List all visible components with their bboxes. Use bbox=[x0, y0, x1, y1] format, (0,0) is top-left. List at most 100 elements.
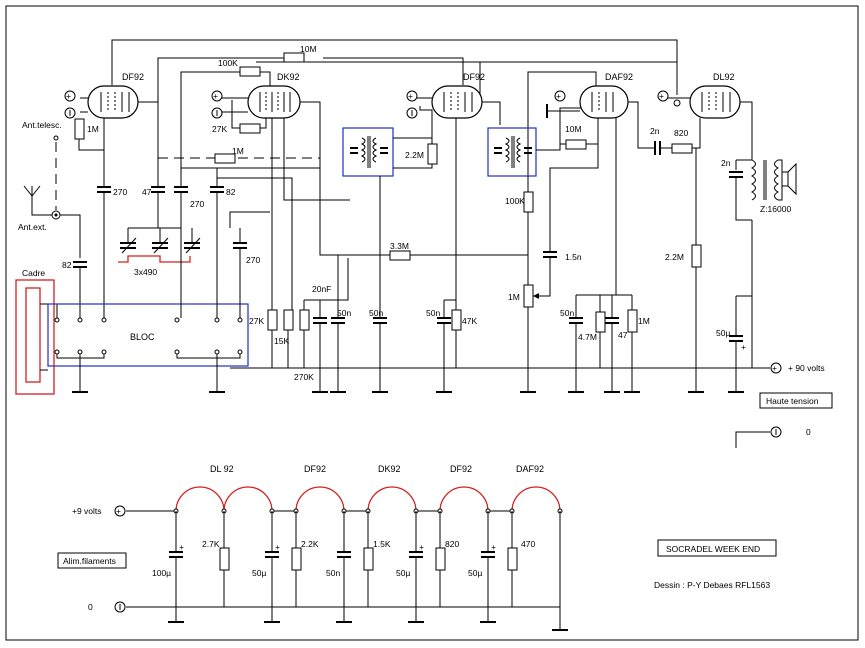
svg-text:+: + bbox=[179, 542, 184, 552]
label-tube-dk92: DK92 bbox=[277, 72, 300, 82]
svg-text:+: + bbox=[419, 542, 424, 552]
filament-plus-terminal-4 bbox=[554, 90, 566, 102]
resistor-3-3m bbox=[389, 250, 411, 261]
label-c-2n-a: 2n bbox=[650, 126, 660, 136]
label-r-270k: 270K bbox=[294, 372, 314, 382]
transformer-secondary bbox=[774, 159, 780, 201]
label-f-daf92: DAF92 bbox=[516, 464, 544, 474]
resistor-820 bbox=[671, 143, 693, 154]
filament-plus-terminal-5 bbox=[657, 90, 669, 102]
label-plus-90v: + 90 volts bbox=[788, 363, 825, 373]
label-c-50n-a: 50n bbox=[337, 308, 351, 318]
resistor-1m-c bbox=[627, 309, 638, 333]
wire-2n-b-dn bbox=[735, 177, 752, 221]
alim-filaments-box bbox=[57, 552, 127, 569]
label-zero-f: 0 bbox=[88, 602, 93, 612]
tube-df92-2 bbox=[431, 85, 483, 119]
label-r-1m-grid: 1M bbox=[87, 124, 99, 134]
wire-bloc-gnd-r bbox=[176, 354, 241, 359]
filament-plus-terminal-3 bbox=[406, 90, 418, 102]
resistor-27k-osc bbox=[239, 123, 261, 134]
if-transformer-1 bbox=[342, 127, 394, 177]
filament-plus-terminal-2 bbox=[211, 90, 223, 102]
label-r-10m-b: 10M bbox=[565, 124, 582, 134]
label-title: SOCRADEL WEEK END bbox=[666, 544, 760, 554]
resistor-1m-grid bbox=[74, 118, 85, 140]
potentiometer-1m[interactable] bbox=[523, 284, 534, 308]
label-c-20nf: 20nF bbox=[312, 284, 331, 294]
wire-pot-wiper bbox=[536, 258, 551, 297]
cadre-outer bbox=[15, 279, 55, 395]
decoupling-network bbox=[267, 255, 462, 393]
label-f-2-2k: 2.2K bbox=[301, 539, 319, 549]
tube-daf92 bbox=[579, 85, 629, 119]
wire-27k-a bbox=[231, 100, 240, 129]
label-cv-3x490: 3x490 bbox=[134, 267, 157, 277]
wire-ant-ext bbox=[31, 188, 52, 216]
label-f-470: 470 bbox=[521, 539, 535, 549]
svg-text:+: + bbox=[741, 342, 746, 352]
label-f-50n: 50n bbox=[326, 568, 340, 578]
wire-100k bbox=[260, 71, 271, 86]
resistor-2-2m-b bbox=[691, 244, 702, 268]
wire-27k-b bbox=[260, 118, 267, 129]
wire-t1-plate bbox=[138, 101, 159, 168]
svg-text:+: + bbox=[659, 91, 664, 101]
label-r-100k-b: 100K bbox=[505, 196, 525, 206]
label-c-50n-c: 50n bbox=[426, 308, 440, 318]
resistor-10m-b bbox=[565, 139, 587, 150]
if-transformer-2 bbox=[487, 127, 537, 177]
label-plus-9v: +9 volts bbox=[72, 506, 102, 516]
label-zero-ht: 0 bbox=[806, 427, 811, 437]
variable-capacitor-3x490 bbox=[118, 228, 201, 263]
label-f-50u-c: 50µ bbox=[468, 568, 482, 578]
label-c-47-b: 47 bbox=[618, 330, 628, 340]
if-coils-1 bbox=[350, 136, 388, 168]
label-tube-daf92: DAF92 bbox=[605, 72, 633, 82]
speaker-cone-icon bbox=[787, 162, 797, 196]
label-f-50u-b: 50µ bbox=[396, 568, 410, 578]
speaker-icon bbox=[781, 171, 789, 187]
label-r-47k: 47K bbox=[462, 316, 477, 326]
label-r-10m: 10M bbox=[300, 44, 317, 54]
cadre-inner bbox=[25, 287, 41, 383]
wire-ht-zero bbox=[735, 431, 770, 448]
svg-text:+: + bbox=[213, 91, 218, 101]
label-c-1-5n: 1.5n bbox=[565, 252, 582, 262]
wire-t4-load bbox=[599, 118, 617, 318]
wire-top-bus bbox=[111, 39, 678, 95]
label-bloc: BLOC bbox=[130, 332, 155, 342]
label-tube-dl92: DL92 bbox=[713, 72, 735, 82]
outer-frame bbox=[5, 5, 859, 641]
svg-text:+: + bbox=[275, 542, 280, 552]
label-tube-df92-2: DF92 bbox=[463, 72, 485, 82]
resistor-100k bbox=[239, 66, 261, 77]
svg-text:+: + bbox=[491, 542, 496, 552]
resistor-1m-mid bbox=[214, 153, 236, 164]
label-ant-ext: Ant.ext. bbox=[18, 222, 47, 232]
label-f-50u-a: 50µ bbox=[252, 568, 266, 578]
wire-ant-82 bbox=[60, 214, 81, 258]
label-c-47: 47 bbox=[142, 187, 152, 197]
svg-text:+: + bbox=[772, 363, 777, 373]
label-r-1m-c: 1M bbox=[638, 316, 650, 326]
svg-text:+: + bbox=[556, 91, 561, 101]
if-coils-2 bbox=[494, 136, 532, 168]
wire-spk-2 bbox=[778, 186, 783, 201]
transformer-primary bbox=[750, 159, 756, 201]
label-f-1-5k: 1.5K bbox=[373, 539, 391, 549]
label-author: Dessin : P-Y Debaes RFL1563 bbox=[654, 580, 770, 590]
ant-telesc-terminal bbox=[53, 135, 59, 141]
label-r-27k-b: 27K bbox=[249, 316, 264, 326]
label-c-270-c: 270 bbox=[246, 255, 260, 265]
tube-dl92 bbox=[689, 85, 741, 119]
wire-osc-270 bbox=[229, 211, 270, 228]
label-ant-telesc: Ant.telesc. bbox=[22, 120, 62, 130]
label-r-2-2m-b: 2.2M bbox=[665, 252, 684, 262]
wire-1-5n bbox=[549, 118, 599, 252]
label-f-820: 820 bbox=[445, 539, 459, 549]
resistor-4-7m bbox=[595, 311, 606, 333]
wire-t4-plate bbox=[628, 101, 655, 149]
filament-plus-terminal bbox=[114, 505, 126, 517]
